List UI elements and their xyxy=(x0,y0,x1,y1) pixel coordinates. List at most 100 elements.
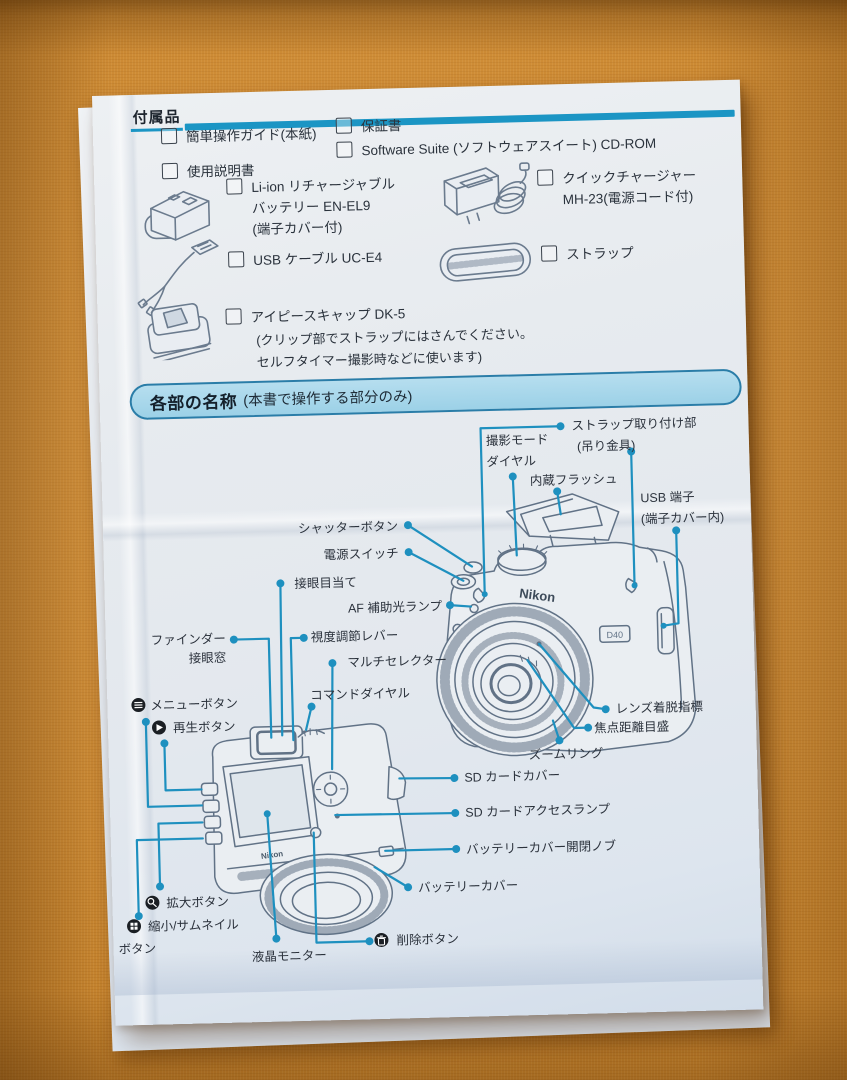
callout-line xyxy=(398,776,456,780)
callout-dot xyxy=(141,717,150,726)
checklist-label: ストラップ xyxy=(565,245,634,263)
label-shutter-button: シャッターボタン xyxy=(298,519,398,536)
label-delete-button: 削除ボタン xyxy=(396,931,459,948)
callout-dot xyxy=(627,447,636,456)
checklist-label: 保証書 xyxy=(360,118,402,135)
callout-line xyxy=(537,642,607,711)
label-power-switch: 電源スイッチ xyxy=(324,546,399,562)
callout-dot xyxy=(584,723,593,732)
label-playback-button: 再生ボタン xyxy=(173,720,236,736)
zoom-in-icon xyxy=(145,895,160,910)
checkbox xyxy=(160,127,178,145)
button-zoom-out xyxy=(204,831,223,846)
label-viewfinder: ファインダー xyxy=(151,631,226,648)
label-sd-access-lamp: SD カードアクセスランプ xyxy=(465,802,611,820)
checklist-label: Li-ion リチャージャブル バッテリー EN-EL9 (端子カバー付) xyxy=(251,176,396,237)
section-title: 各部の名称 xyxy=(149,391,238,414)
label-viewfinder-2: 接眼窓 xyxy=(189,650,227,666)
usb-port-cover xyxy=(656,606,675,655)
callout-line xyxy=(289,636,305,742)
callout-line xyxy=(407,551,465,582)
label-mode-dial: 撮影モード xyxy=(486,433,549,449)
button-playback xyxy=(200,782,219,797)
thumbnail-icon xyxy=(127,919,142,934)
brand-logo-back: Nikon xyxy=(260,849,283,861)
callout-dot xyxy=(445,601,454,610)
manual-page: 付属品 簡単操作ガイド(本紙) 使用説明書 保証書 Software Suite… xyxy=(92,79,764,1026)
callout-dot xyxy=(276,579,285,588)
label-multi-selector: マルチセレクター xyxy=(347,653,447,670)
checkbox xyxy=(161,162,179,180)
checklist-item: USB ケーブル UC-E4 xyxy=(227,247,382,272)
label-thumbnail-button: 縮小/サムネイル xyxy=(148,917,239,934)
callout-line xyxy=(373,865,410,889)
label-usb-terminal: USB 端子 xyxy=(640,490,695,505)
label-zoom-ring: ズームリング xyxy=(529,745,604,762)
checklist-label: 簡単操作ガイド(本紙) xyxy=(185,126,317,145)
callout-dot xyxy=(601,705,610,714)
eyecup xyxy=(255,729,297,756)
front-lens-element xyxy=(489,663,533,705)
callout-dot xyxy=(272,934,281,943)
checklist-item: ストラップ xyxy=(540,242,634,265)
model-badge-text: D40 xyxy=(606,630,623,640)
label-sd-card-cover: SD カードカバー xyxy=(464,768,560,784)
label-zoom-in-button: 拡大ボタン xyxy=(166,895,229,911)
mode-dial xyxy=(497,548,547,577)
callout-dot xyxy=(553,487,562,496)
callout-dot xyxy=(328,659,337,668)
zoom-ring xyxy=(439,606,590,753)
camera-back-illustration: Nikon xyxy=(200,723,407,936)
checkbox xyxy=(227,251,245,268)
callout-dot xyxy=(263,810,271,818)
eyepiece-cap-illustration xyxy=(147,303,212,361)
callout-line xyxy=(312,831,371,944)
label-builtin-flash: 内蔵フラッシュ xyxy=(530,472,618,488)
callout-line xyxy=(331,661,334,771)
button-menu xyxy=(202,799,220,814)
callout-dot xyxy=(160,739,169,748)
checklist-label: クイックチャージャー MH-23(電源コード付) xyxy=(562,167,697,208)
label-eyecup: 接眼目当て xyxy=(294,574,357,591)
callout-line xyxy=(630,450,636,587)
callout-line xyxy=(526,659,590,730)
checkbox xyxy=(226,178,243,195)
callout-dot xyxy=(451,809,460,818)
callout-line xyxy=(406,524,474,568)
camera-front-illustration: D40 Nikon xyxy=(436,493,697,757)
callout-dot xyxy=(307,702,316,711)
checkbox xyxy=(335,117,353,134)
checklist-item: 保証書 xyxy=(335,115,402,138)
callout-dot xyxy=(450,774,459,783)
checklist-item: アイピースキャップ DK-5 xyxy=(225,303,405,329)
callout-dot xyxy=(555,736,564,745)
callout-line xyxy=(266,812,278,940)
callout-dot xyxy=(452,845,461,854)
callout-line xyxy=(163,742,203,792)
popup-flash xyxy=(505,493,620,541)
multi-selector xyxy=(312,771,349,807)
checkbox xyxy=(336,141,353,158)
callout-dot xyxy=(508,472,517,481)
label-focal-scale: 焦点距離目盛 xyxy=(594,719,669,736)
part-labels: ストラップ取り付け部 (吊り金具) 撮影モード ダイヤル 内蔵フラッシュ USB… xyxy=(118,415,724,964)
label-diopter-lever: 視度調節レバー xyxy=(311,627,399,644)
checklist-label: アイピースキャップ DK-5 xyxy=(250,306,406,326)
label-command-dial: コマンドダイヤル xyxy=(310,685,410,703)
label-af-assist-lamp: AF 補助光ランプ xyxy=(348,599,443,615)
checkbox xyxy=(225,308,242,325)
battery-illustration xyxy=(144,190,211,241)
focus-ring xyxy=(461,632,565,732)
label-mode-dial-2: ダイヤル xyxy=(486,453,536,469)
checkbox xyxy=(540,245,558,262)
callout-line xyxy=(384,847,458,852)
label-lens-mount-index: レンズ着脱指標 xyxy=(615,699,703,716)
af-assist-lamp xyxy=(469,603,479,614)
callout-line xyxy=(157,821,204,888)
label-thumbnail-button-2: ボタン xyxy=(118,942,156,957)
sd-card-cover xyxy=(387,765,407,801)
callout-dot xyxy=(481,591,488,598)
viewfinder-housing xyxy=(249,725,304,760)
strap-lug-left xyxy=(472,587,486,604)
